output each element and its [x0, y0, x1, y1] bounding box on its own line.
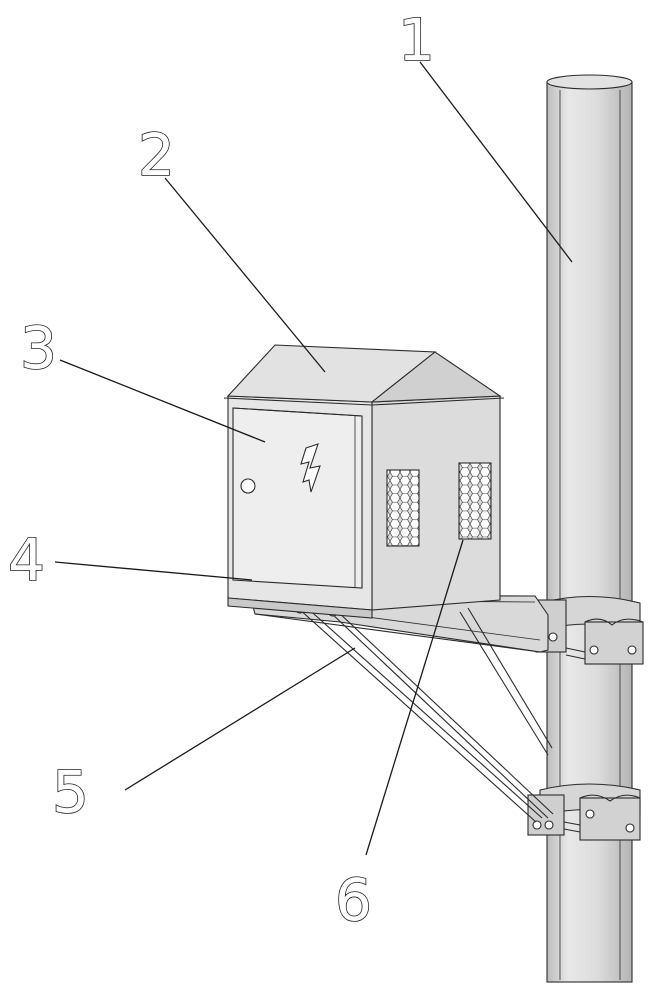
- callout-5: 5: [52, 758, 89, 826]
- pole: [546, 74, 633, 983]
- callout-4: 4: [8, 526, 45, 594]
- cabinet-box: [227, 395, 501, 619]
- lightning-bolt-icon: [300, 443, 321, 493]
- vent-grilles: [386, 462, 492, 547]
- callout-1: 1: [398, 6, 435, 74]
- roof: [223, 344, 505, 406]
- lower-clamp: [527, 783, 641, 841]
- leader-lines: [54, 61, 573, 856]
- callout-6: 6: [335, 866, 372, 934]
- hexagon-mesh-icon: [386, 469, 420, 547]
- door-handle: [240, 478, 256, 494]
- callout-2: 2: [138, 121, 175, 189]
- callout-3: 3: [20, 314, 57, 382]
- hexagon-mesh-icon: [458, 462, 492, 540]
